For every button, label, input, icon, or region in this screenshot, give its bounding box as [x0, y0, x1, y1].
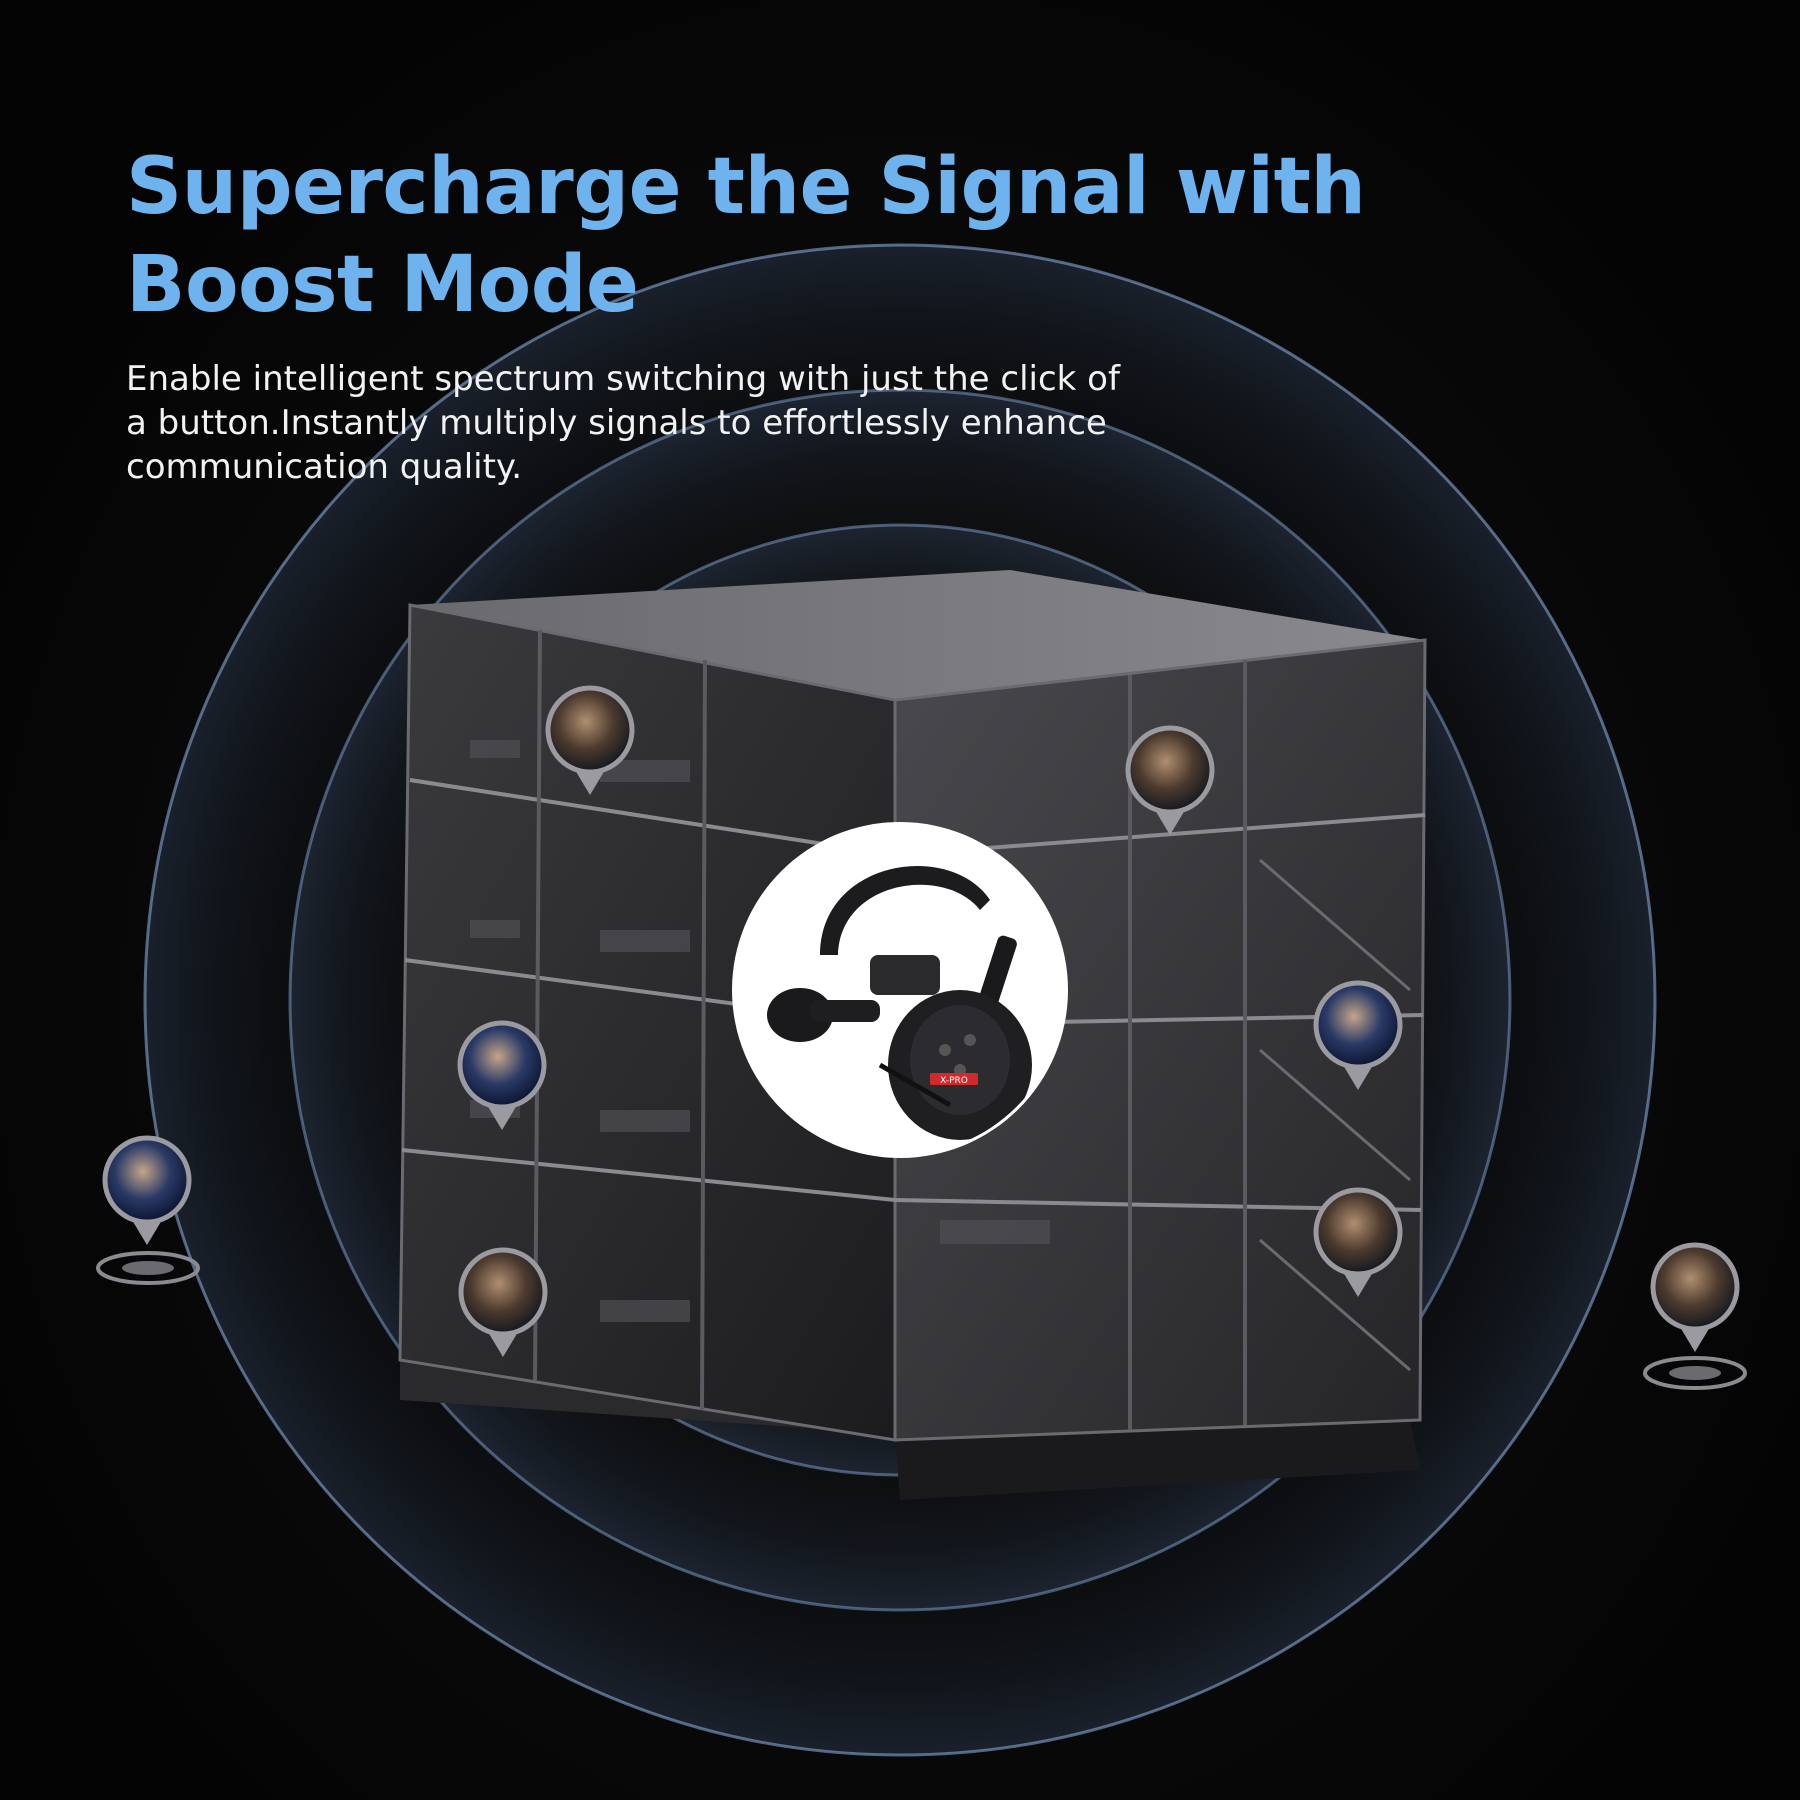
description-line-3: communication quality. [126, 447, 523, 487]
description-line-2: a button.Instantly multiply signals to e… [126, 403, 1107, 443]
user-location-pin-icon [458, 1247, 548, 1357]
user-location-pin-icon [1313, 1187, 1403, 1297]
feature-description: Enable intelligent spectrum switching wi… [126, 357, 1126, 489]
user-location-pin-icon [96, 1135, 200, 1285]
headset-model-label: X-PRO [940, 1076, 968, 1086]
headline-line-2: Boost Mode [126, 240, 639, 330]
headline-line-1: Supercharge the Signal with [126, 142, 1366, 232]
user-location-pin-icon [1313, 980, 1403, 1090]
user-location-pin-icon [457, 1020, 547, 1130]
user-location-pin-icon [1125, 725, 1215, 835]
headset-badge: X-PRO [732, 822, 1068, 1158]
wireless-headset-icon: X-PRO [767, 865, 1032, 1140]
user-location-pin-icon [1643, 1242, 1747, 1390]
description-line-1: Enable intelligent spectrum switching wi… [126, 359, 1120, 399]
page-headline: Supercharge the Signal with Boost Mode [126, 138, 1426, 334]
user-location-pin-icon [545, 685, 635, 795]
